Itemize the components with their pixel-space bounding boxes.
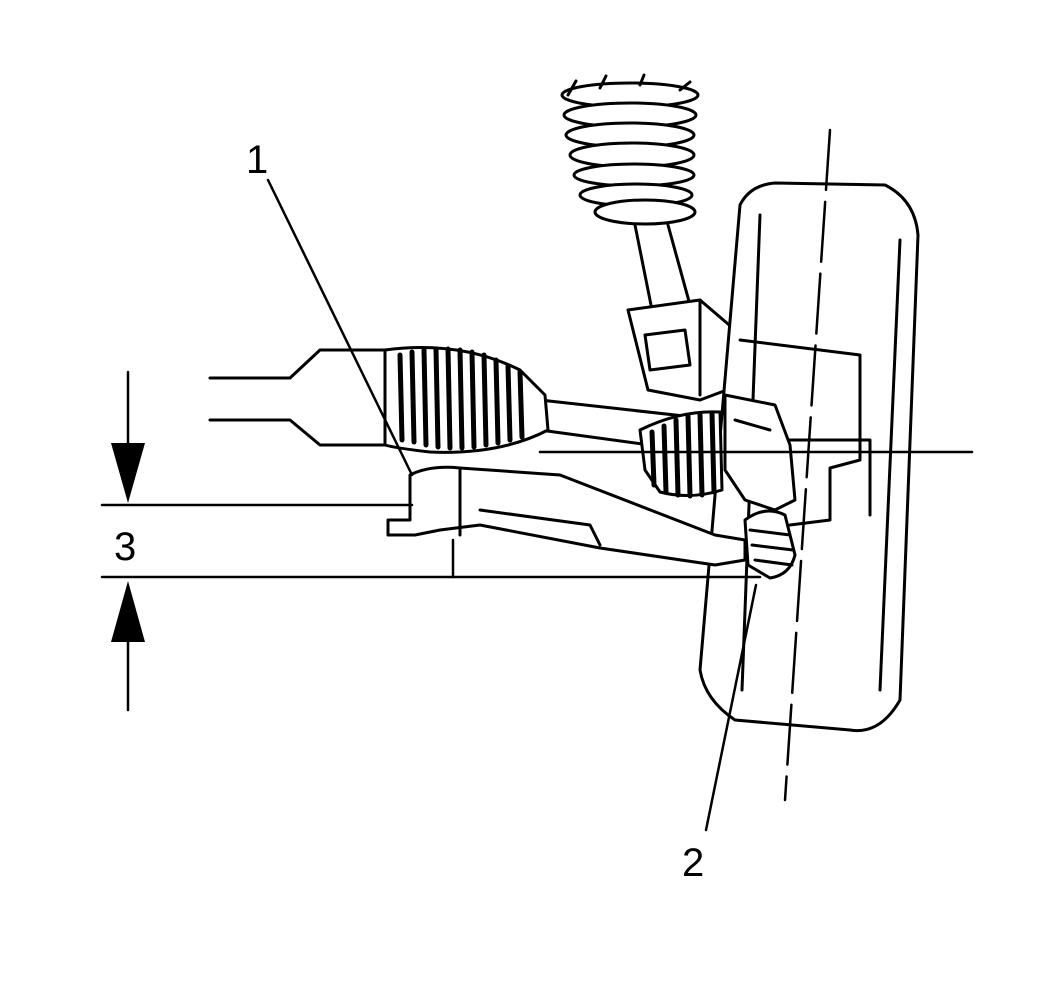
- steering-axis-line: [783, 128, 832, 802]
- callout-label-3: 3: [114, 525, 137, 569]
- lower-control-arm: [386, 465, 747, 567]
- leader-line-2: [704, 583, 758, 832]
- callout-label-1: 1: [246, 138, 269, 182]
- coil-spring: [560, 73, 700, 226]
- ball-joint: [743, 509, 797, 580]
- inner-cv-boot: [383, 346, 550, 454]
- outer-cv-boot: [638, 410, 724, 499]
- strut: [626, 223, 742, 402]
- leader-line-1: [266, 178, 414, 477]
- dimension-arrow-bottom: [111, 581, 145, 712]
- callout-label-2: 2: [682, 841, 705, 885]
- dimension-arrow-top: [111, 370, 145, 503]
